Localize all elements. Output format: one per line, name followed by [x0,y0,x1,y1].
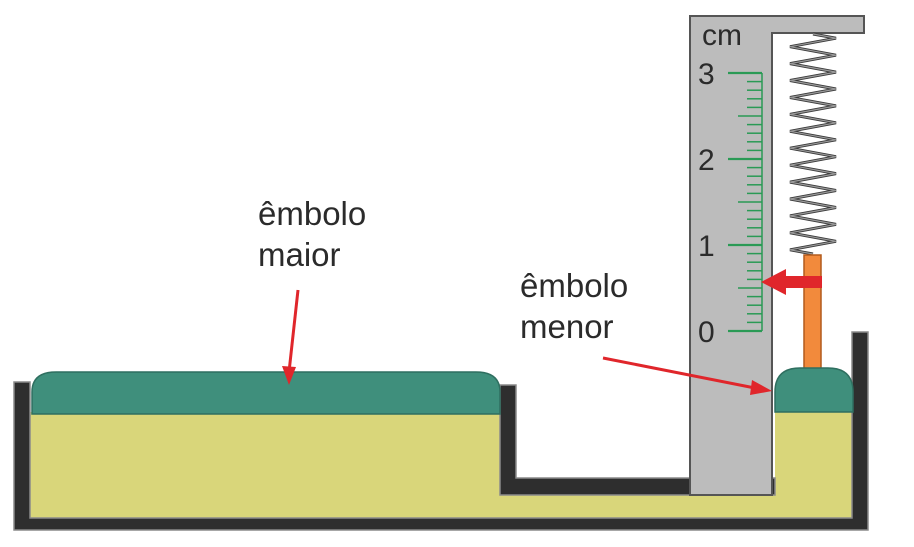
small-piston-label-line1: êmbolo [520,267,629,304]
small-piston [774,367,854,413]
ruler [689,15,865,496]
large-piston-label-line1: êmbolo [258,195,367,232]
ruler-tick-label: 1 [698,230,715,263]
small-piston-label: êmbolo menor [520,265,628,347]
large-piston-label: êmbolo maior [258,193,366,275]
liquid-small-chamber [775,410,855,518]
ruler-scale: 0 1 2 3 [698,58,763,349]
spring-rod [803,254,822,371]
annotation-arrow-large-piston [282,289,300,385]
large-piston-label-line2: maior [258,236,341,273]
ruler-tick-label: 2 [698,144,715,177]
ruler-tick-label: 3 [698,58,715,91]
container-wall [13,331,869,531]
liquid-large-chamber [30,412,500,518]
small-piston-label-line2: menor [520,308,614,345]
annotation-arrow-small-piston [602,356,772,395]
ruler-unit: cm [702,19,742,52]
spring [789,32,837,256]
ruler-tick-label: 0 [698,316,715,349]
spring-highlight [789,33,837,255]
large-piston [31,371,501,415]
pointer-arrow [761,269,822,295]
